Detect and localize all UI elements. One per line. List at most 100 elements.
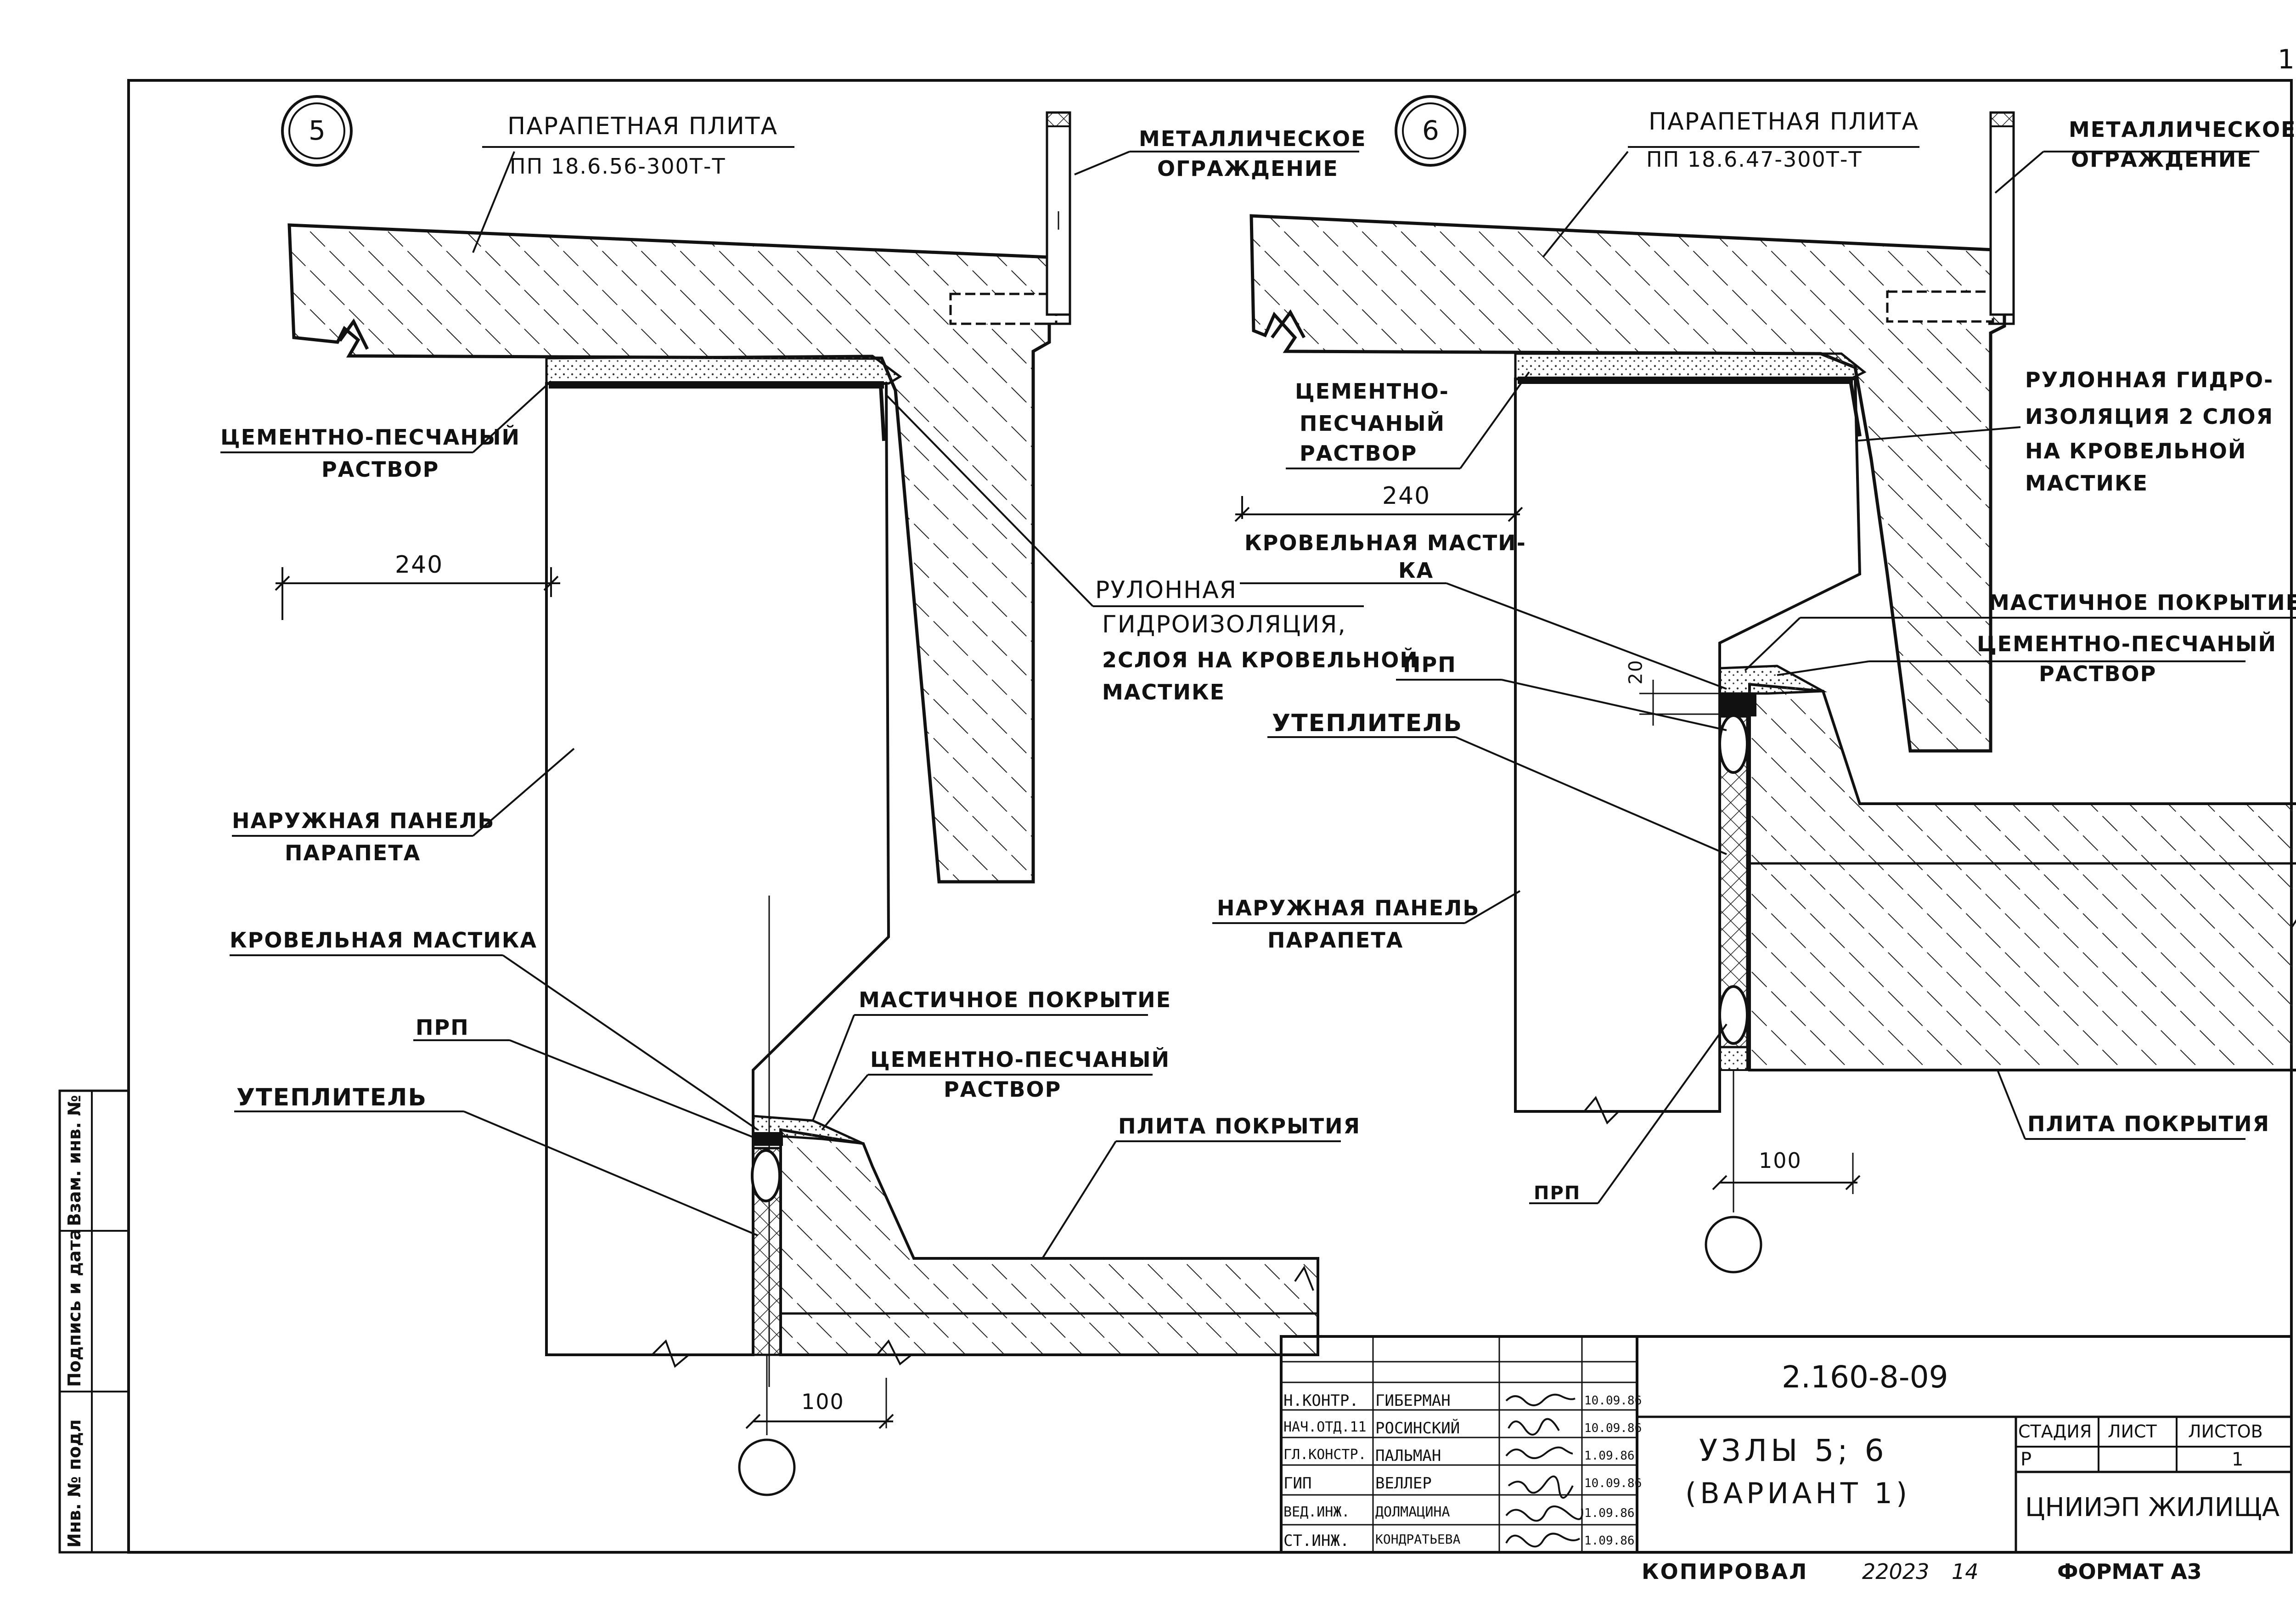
copied-label: Копировал bbox=[1642, 1559, 1808, 1584]
row-name: Кондратьева bbox=[1375, 1532, 1461, 1547]
node5-circle-inner bbox=[288, 102, 345, 159]
row-date: 10.09.86 bbox=[1584, 1477, 1642, 1490]
node5-mastic-coating: Мастичное покрытие bbox=[859, 987, 1172, 1012]
node5-number: 5 bbox=[309, 115, 326, 146]
node5-drawing bbox=[220, 95, 1364, 1496]
node6-roof-mastic-2: ка bbox=[1398, 558, 1434, 583]
row-date: 1.09.86 bbox=[1584, 1534, 1635, 1548]
side-stamp-vzam-inv: Взам. инв. № bbox=[64, 1095, 84, 1226]
node6-parapet-slab-code: ПП 18.6.47-300Т-Т bbox=[1646, 147, 1863, 172]
node5-outer-panel bbox=[545, 382, 890, 1356]
side-stamp-inv-podl: Инв. № подл bbox=[64, 1419, 84, 1548]
node6-roll-waterproof-2: изоляция 2 слоя bbox=[2025, 404, 2274, 429]
row-role: Гл.констр. bbox=[1283, 1447, 1367, 1463]
node6-roll-waterproof-1: Рулонная гидро- bbox=[2025, 367, 2274, 392]
row-role: Вед.инж. bbox=[1283, 1504, 1350, 1520]
node6-roll-waterproof-4: мастике bbox=[2025, 471, 2149, 496]
copy-number-2: 14 bbox=[1952, 1559, 1979, 1584]
row-date: 10.09.86 bbox=[1584, 1394, 1642, 1408]
side-stamp-frame bbox=[58, 1089, 130, 1554]
node5-metal-fence-label-2: ограждение bbox=[1157, 156, 1339, 181]
node5-cement-sand-b-2: раствор bbox=[944, 1077, 1062, 1102]
node6-embedded-plate bbox=[1886, 290, 1994, 323]
row-role: Нач.отд.11 bbox=[1283, 1419, 1367, 1435]
node5-circle-outer bbox=[281, 95, 353, 167]
node6-outer-panel bbox=[1514, 378, 1862, 1113]
node5-cement-sand-b-1: Цементно-песчаный bbox=[870, 1047, 1170, 1072]
node6-parapet-slab bbox=[1249, 214, 2006, 753]
node5-mortar-strip bbox=[545, 355, 902, 385]
node5-prp-cord bbox=[751, 1149, 781, 1202]
node6-drawing bbox=[1212, 95, 2296, 1274]
node5-parapet-slab-label: Парапетная плита bbox=[507, 113, 778, 140]
node5-roll-waterproof-1: Рулонная bbox=[1095, 576, 1237, 604]
node6-mastic-coating: Мастичное покрытие bbox=[1988, 590, 2296, 615]
node5-mastic-coating bbox=[752, 1115, 864, 1145]
node6-outer-panel-1: Наружная панель bbox=[1217, 896, 1480, 920]
title-line-2: (вариант 1) bbox=[1685, 1477, 1911, 1510]
organization: ЦНИИЭП жилища bbox=[2025, 1493, 2280, 1522]
node5-parapet-slab-code: ПП 18.6.56-300Т-Т bbox=[510, 154, 726, 179]
row-date: 1.09.86 bbox=[1584, 1449, 1635, 1463]
row-name: Росинский bbox=[1375, 1419, 1460, 1437]
node5-embedded-plate bbox=[949, 293, 1058, 325]
node5-roof-mastic: Кровельная мастика bbox=[230, 928, 537, 953]
node6-cement-sand-2: песчаный bbox=[1300, 411, 1446, 436]
node5-prp: ПРП bbox=[416, 1015, 469, 1040]
node5-outer-panel-1: Наружная панель bbox=[232, 808, 495, 833]
row-name: Веллер bbox=[1375, 1474, 1432, 1493]
node5-roll-waterproof-4: мастике bbox=[1102, 680, 1226, 705]
node6-prp-top: ПРП bbox=[1403, 652, 1457, 677]
signatures bbox=[1505, 1393, 1583, 1548]
node5-metal-fence-label-1: Металлическое bbox=[1139, 126, 1367, 151]
node6-number: 6 bbox=[1422, 115, 1440, 146]
node6-insulation: Утеплитель bbox=[1272, 710, 1463, 737]
sheets-value: 1 bbox=[2232, 1449, 2244, 1470]
copy-number: 22023 bbox=[1862, 1559, 1930, 1584]
doc-code: 2.160-8-09 bbox=[1782, 1359, 1948, 1395]
row-name: Долмацина bbox=[1375, 1504, 1450, 1520]
row-date: 1.09.86 bbox=[1584, 1506, 1635, 1520]
row-role: Ст.инж. bbox=[1283, 1532, 1350, 1550]
node6-cement-sand-3: раствор bbox=[1300, 441, 1418, 466]
node6-axis-circle bbox=[1705, 1216, 1762, 1274]
row-name: Пальман bbox=[1375, 1447, 1441, 1465]
node6-prp-bottom: ПРП bbox=[1534, 1183, 1581, 1204]
node5-roof-slab: Плита покрытия bbox=[1118, 1114, 1361, 1139]
row-role: ГИП bbox=[1283, 1474, 1312, 1493]
sheets-header: Листов bbox=[2188, 1421, 2263, 1442]
node5-roll-waterproof-3: 2слоя на кровельной bbox=[1102, 648, 1418, 672]
page-number: 13 bbox=[2278, 44, 2296, 75]
node6-prp-cord-bottom bbox=[1718, 985, 1749, 1045]
node6-outer-panel-2: парапета bbox=[1267, 928, 1404, 953]
node6-circle-inner bbox=[1402, 102, 1459, 159]
node6-roll-waterproof-3: на кровельной bbox=[2025, 439, 2247, 463]
node5-roof-slab-edge bbox=[779, 1128, 1319, 1356]
node6-dim-100: 100 bbox=[1759, 1148, 1802, 1173]
title-line-1: Узлы 5; 6 bbox=[1699, 1433, 1888, 1468]
node6-dim-20: 20 bbox=[1625, 659, 1647, 685]
node5-outer-panel-2: парапета bbox=[285, 840, 421, 865]
node5-insulation: Утеплитель bbox=[236, 1084, 428, 1111]
node6-parapet-slab-label: Парапетная плита bbox=[1649, 108, 1919, 135]
node5-cement-sand-2: раствор bbox=[321, 457, 439, 482]
node6-cement-sand-b-2: раствор bbox=[2039, 661, 2157, 686]
node5-roll-waterproof-2: гидроизоляция, bbox=[1102, 611, 1346, 638]
row-name: Гиберман bbox=[1375, 1392, 1451, 1410]
node6-cement-sand-b-1: Цементно-песчаный bbox=[1977, 631, 2277, 656]
row-date: 10.09.86 bbox=[1584, 1421, 1642, 1435]
node6-mastic-coating bbox=[1718, 665, 1828, 695]
stage-header: Стадия bbox=[2018, 1421, 2092, 1442]
node6-metal-fence-label-2: ограждение bbox=[2071, 147, 2252, 172]
node5-axis-circle bbox=[738, 1438, 796, 1496]
node6-prp-cord-top bbox=[1718, 714, 1749, 774]
node5-dim-240: 240 bbox=[395, 551, 444, 579]
node6-fence-post bbox=[1989, 111, 2015, 316]
node6-circle-outer bbox=[1395, 95, 1466, 167]
node6-dim-240: 240 bbox=[1382, 482, 1431, 510]
title-block-grid bbox=[1280, 1335, 2293, 1554]
node5-cement-sand-1: Цементно-песчаный bbox=[220, 425, 520, 450]
node6-roof-mastic-1: Кровельная масти- bbox=[1244, 530, 1526, 555]
format-label: Формат А3 bbox=[2057, 1559, 2202, 1584]
